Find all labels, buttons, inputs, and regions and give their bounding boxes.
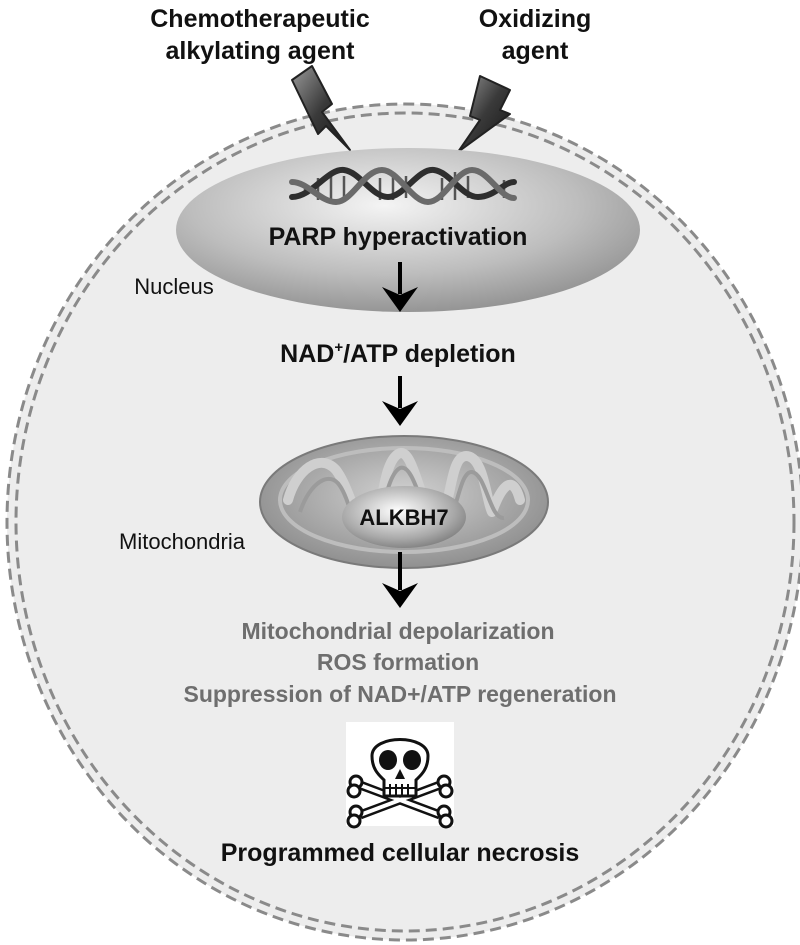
programmed-necrosis-label: Programmed cellular necrosis [221, 839, 579, 867]
oxidizing-agent-label-line1: Oxidizing [479, 5, 592, 33]
dna-helix-icon [289, 166, 517, 206]
alkylating-agent-label-line1: Chemotherapeutic [150, 5, 370, 33]
arrow-to-consequences [382, 552, 418, 608]
consequence-mitochondrial-depolarization: Mitochondrial depolarization [241, 618, 554, 644]
consequence-suppression-regeneration: Suppression of NAD+/ATP regeneration [183, 681, 616, 707]
oxidizing-agent-bolt-icon [457, 75, 511, 153]
nucleus [176, 148, 640, 312]
nad-atp-depletion-label: NAD+/ATP depletion [280, 339, 516, 368]
alkbh7-bubble [342, 486, 466, 548]
consequence-ros-formation: ROS formation [317, 649, 479, 675]
skull-and-crossbones-icon [346, 722, 454, 829]
alkbh7-label: ALKBH7 [359, 505, 448, 530]
oxidizing-agent-label-line2: agent [502, 37, 569, 65]
alkylating-agent-label-line2: alkylating agent [166, 37, 356, 65]
alkylating-agent-bolt-icon [291, 65, 351, 151]
arrow-to-depletion [382, 262, 418, 312]
parp-hyperactivation-label: PARP hyperactivation [269, 223, 528, 251]
arrow-to-mitochondria [382, 376, 418, 426]
nucleus-label: Nucleus [134, 274, 213, 299]
mitochondria-label: Mitochondria [119, 529, 246, 554]
